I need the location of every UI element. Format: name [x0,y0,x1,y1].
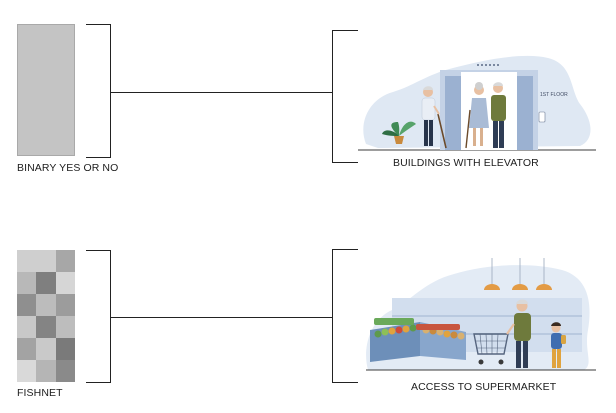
fishnet-grid [17,250,75,382]
fishnet-cell [55,250,75,272]
fishnet-cell [36,338,56,360]
fishnet-cell [55,316,75,338]
supermarket-caption: ACCESS TO SUPERMARKET [411,381,557,393]
fishnet-cell [17,294,37,316]
top-connector-line [111,92,333,93]
supermarket-illustration [362,258,598,374]
fishnet-cell [36,272,56,294]
fishnet-cell [17,360,37,382]
fishnet-cell [17,316,37,338]
fishnet-caption: FISHNET [17,387,63,399]
fishnet-cell [36,294,56,316]
elevator-caption: BUILDINGS WITH ELEVATOR [393,157,539,169]
fishnet-cell [36,316,56,338]
fishnet-cell [36,360,56,382]
fishnet-cell [17,250,37,272]
fishnet-cell [36,250,56,272]
fishnet-cell [55,294,75,316]
fishnet-cell [55,338,75,360]
bottom-connector-line [111,317,333,318]
elevator-illustration: 1ST FLOOR [358,44,598,152]
fishnet-cell [17,338,37,360]
fishnet-cell [55,360,75,382]
binary-swatch [17,24,75,156]
fishnet-cell [55,272,75,294]
elevator-floor-sign: 1ST FLOOR [540,92,568,98]
binary-caption: BINARY YES OR NO [17,162,119,174]
fishnet-cell [17,272,37,294]
